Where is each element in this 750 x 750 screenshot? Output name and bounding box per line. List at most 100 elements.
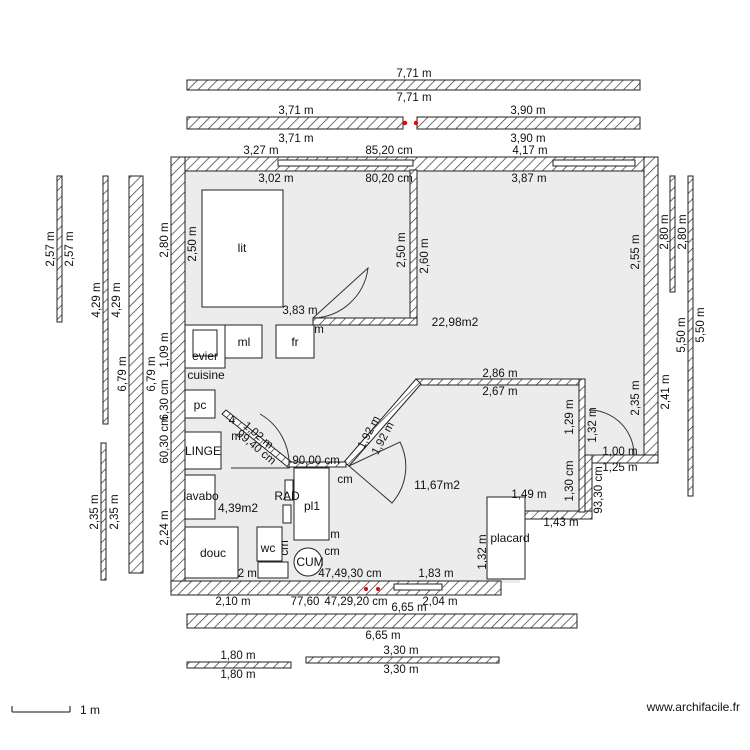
room-labels: lit ml fr evier cuisine pc LINGE lavabo … — [183, 241, 529, 569]
dim-in-4: 3,02 m — [258, 173, 293, 185]
dim-right-a-2: 2,80 m — [677, 214, 689, 249]
dim-mid-right-2: 3,90 m — [510, 133, 545, 145]
window-top-right — [552, 159, 636, 167]
cabinet-ml — [224, 324, 263, 359]
dim-left-a-2: 2,57 m — [64, 231, 76, 266]
dim-k2: 60,30 cm — [159, 416, 171, 463]
dim-b4: 2,04 m — [422, 596, 457, 608]
dim-r4: 1,32 m — [587, 407, 599, 442]
dimension-labels: 7,71 m 7,71 m 3,71 m 3,71 m 3,90 m 3,90 … — [215, 68, 637, 681]
dim-h4: m — [247, 568, 257, 580]
dim-b7: 6,65 m — [391, 602, 426, 614]
dim-left-b-2: 4,29 m — [111, 282, 123, 317]
wall-bottom — [170, 580, 502, 596]
label-cum: CUM — [296, 555, 323, 569]
door-bedroom — [312, 266, 369, 319]
label-rad: RAD — [274, 489, 300, 503]
dim-h3a: m — [330, 529, 340, 541]
cumulus — [293, 547, 323, 577]
dimension-bars — [56, 79, 694, 669]
dim-r9: 1,49 m — [511, 489, 546, 501]
label-lavabo: lavabo — [183, 489, 219, 503]
marker-dot — [402, 120, 408, 126]
label-pc: pc — [194, 398, 207, 412]
wall-bedroom-right — [409, 169, 418, 326]
doors — [231, 266, 635, 504]
dim-in-3: 4,17 m — [512, 145, 547, 157]
dim-bed-r-1: 2,50 m — [396, 232, 408, 267]
pl1-unit — [293, 467, 330, 541]
watermark: www.archifacile.fr — [646, 700, 740, 714]
small-box — [282, 504, 292, 524]
scale-label: 1 m — [80, 703, 100, 717]
dim-bed-h-1: 2,80 m — [159, 222, 171, 257]
dim-right-b-1: 5,50 m — [676, 317, 688, 352]
dim-in-2: 85,20 cm — [365, 145, 412, 157]
linge-unit — [184, 431, 222, 470]
dim-right-b-2: 5,50 m — [695, 307, 707, 342]
dim-lr-3: 2,35 m — [630, 380, 642, 415]
marker-dot — [364, 587, 368, 591]
dim-h3: cm — [324, 546, 339, 558]
dim-in-1: 3,27 m — [243, 145, 278, 157]
dim-top-2: 7,71 m — [396, 92, 431, 104]
area-bath: 4,39m2 — [218, 501, 258, 515]
label-linge: LINGE — [185, 444, 221, 458]
dim-b9: 1,80 m — [220, 650, 255, 662]
wall-mid-right — [578, 378, 586, 513]
dim-h5: 2 — [238, 568, 244, 580]
dim-b10: 1,80 m — [220, 669, 255, 681]
dim-h1: 2,24 m — [159, 510, 171, 545]
dim-left-a-1: 2,57 m — [45, 231, 57, 266]
furniture — [184, 189, 526, 580]
dim-left-b-1: 4,29 m — [91, 282, 103, 317]
dim-b3: 47,29,20 cm — [324, 596, 387, 608]
dim-b6: 47,49,30 cm — [318, 568, 381, 580]
vertical-dimension-labels: 2,57 m 2,57 m 4,29 m 4,29 m 6,79 m 6,79 … — [45, 214, 707, 569]
dim-r6: 1,00 m — [602, 446, 637, 458]
wall-right — [643, 156, 659, 464]
dim-r2: 2,67 m — [482, 386, 517, 398]
dim-bed-h-2: 2,50 m — [187, 226, 199, 261]
dim-mid-1: 90,00 cm — [292, 455, 339, 467]
dim-b12: 3,30 m — [383, 664, 418, 676]
dim-bar-mid-right — [416, 116, 641, 130]
dim-mid-2: cm — [337, 474, 352, 486]
wall-left — [170, 156, 186, 596]
wc-bowl — [257, 561, 289, 579]
dim-bed-r-2: 2,60 m — [419, 238, 431, 273]
dim-top-1: 7,71 m — [396, 68, 431, 80]
dim-mid-left-1: 3,71 m — [278, 105, 313, 117]
dim-left-d-2: 2,35 m — [109, 494, 121, 529]
dim-left-d-1: 2,35 m — [89, 494, 101, 529]
label-ml: ml — [238, 335, 251, 349]
wall-bedroom-bottom — [312, 317, 418, 326]
shower — [184, 526, 239, 579]
dim-bar-left-c — [128, 175, 144, 574]
dim-r5: 1,30 cm — [564, 461, 576, 502]
dim-bar-bottom-right — [305, 656, 500, 664]
dim-bar-top — [186, 79, 641, 91]
dim-r8: 93,30 cm — [593, 466, 605, 513]
label-cuisine: cuisine — [187, 368, 225, 382]
scale-bar: 1 m — [11, 703, 100, 717]
dim-ck2: m — [231, 431, 241, 443]
label-douc: douc — [200, 546, 226, 560]
dim-r1: 2,86 m — [482, 368, 517, 380]
door-bath — [231, 413, 290, 469]
dim-k1: 6,30 cm — [159, 380, 171, 421]
dim-k3: 1,09 m — [159, 332, 171, 367]
dim-r3: 1,29 m — [564, 399, 576, 434]
dim-bar-left-a — [56, 175, 63, 323]
label-wc: wc — [260, 541, 276, 555]
dim-b2: 77,60 — [291, 596, 320, 608]
dim-bar-left-b — [102, 175, 109, 425]
door-right — [588, 409, 635, 456]
dim-in-6: 3,87 m — [511, 173, 546, 185]
dim-lr-2: 2,41 m — [660, 374, 672, 409]
label-lit: lit — [238, 241, 247, 255]
dim-ck1: 4 — [229, 415, 236, 427]
marker-dot — [413, 120, 419, 126]
dim-bar-left-d — [100, 442, 107, 581]
